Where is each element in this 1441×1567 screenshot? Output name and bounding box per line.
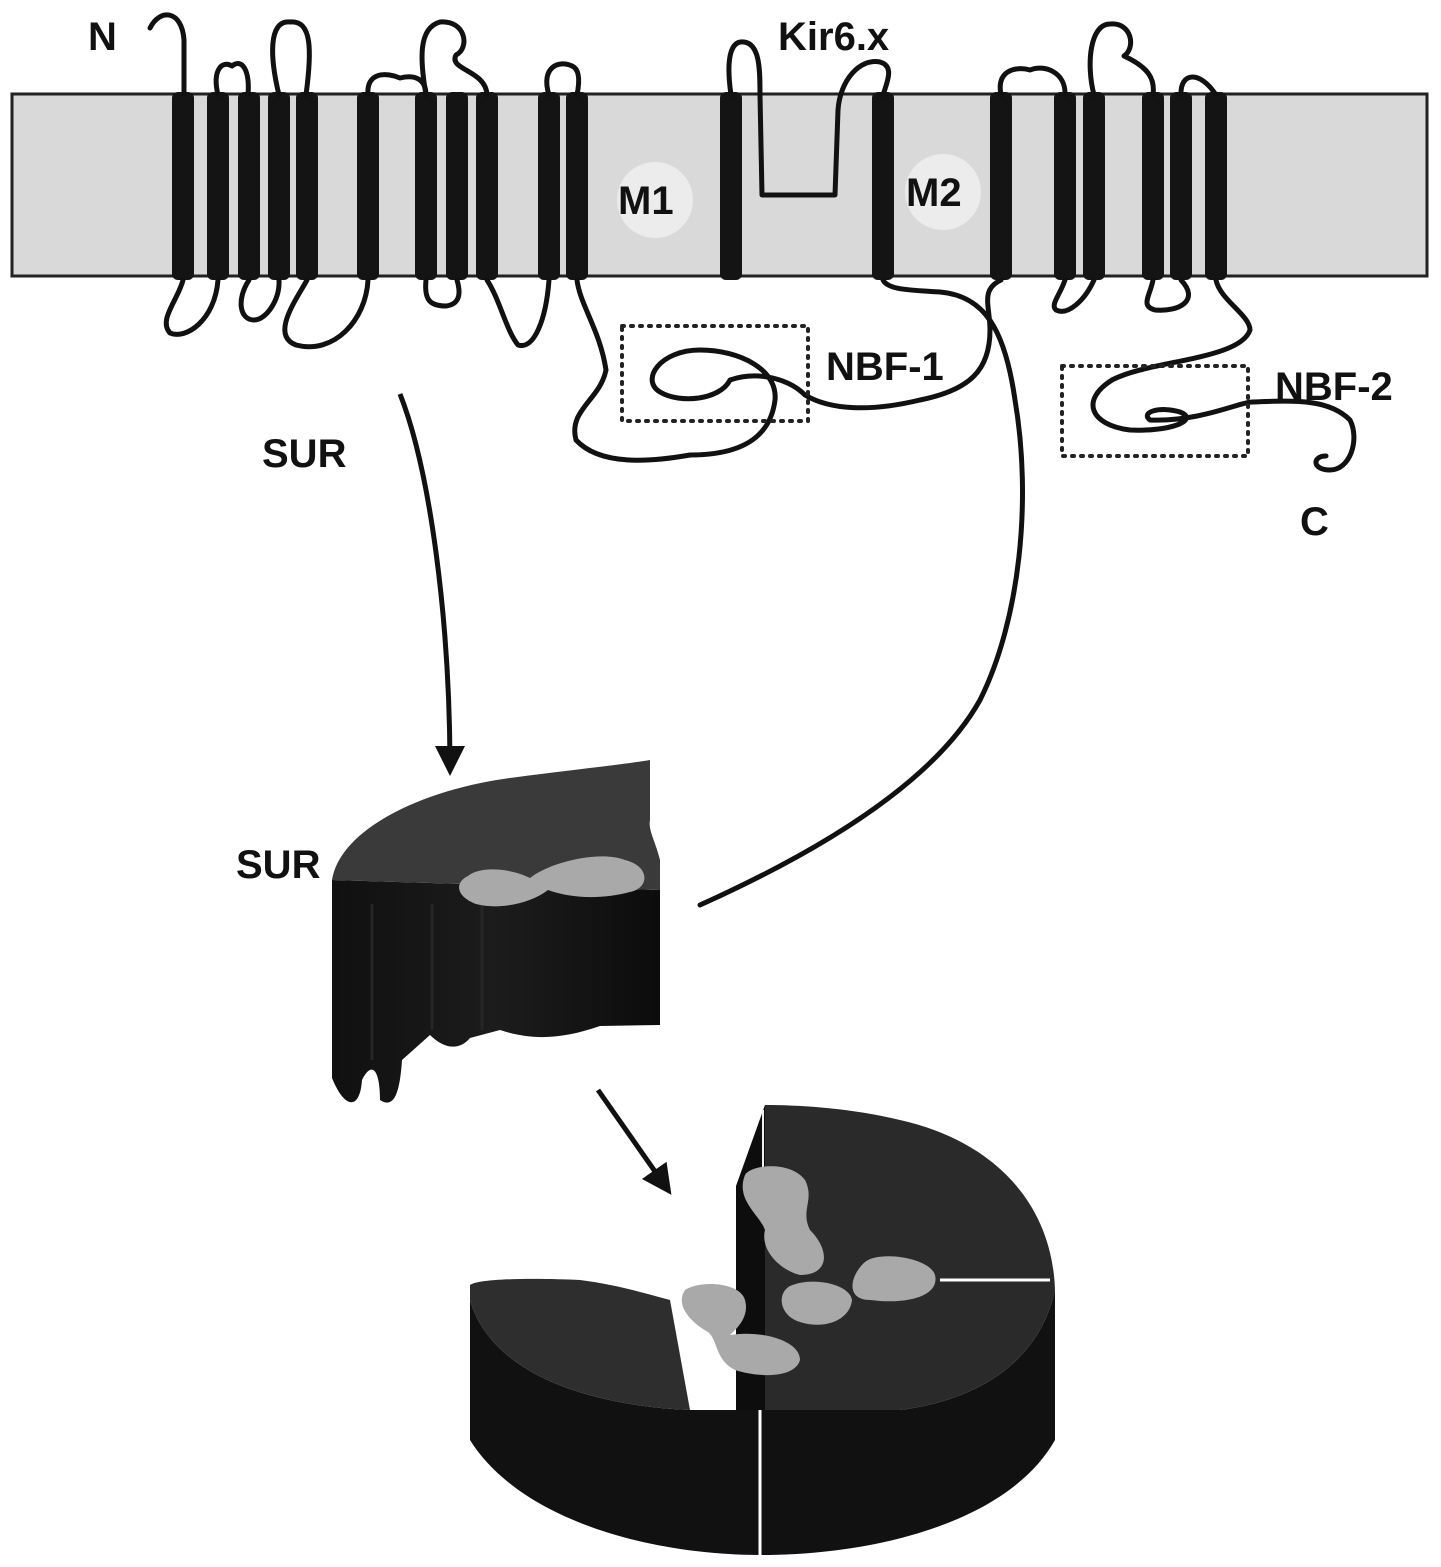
assembly-arrow — [595, 1088, 672, 1195]
sur-arrow — [397, 393, 465, 776]
n-terminus-label: N — [88, 15, 117, 59]
pore-patch — [742, 1166, 824, 1275]
kir-subunit-label: Kir6.x — [778, 15, 889, 59]
pore-patch — [459, 856, 645, 907]
sur-topology-label: SUR — [262, 432, 347, 476]
pore-patch — [852, 1256, 936, 1302]
m2-helix-label: M2 — [906, 171, 962, 215]
sur-kir-subunit-block — [332, 760, 660, 1103]
pore-patch — [681, 1284, 800, 1376]
pore-patch — [781, 1281, 852, 1325]
nbf2-label: NBF-2 — [1275, 365, 1393, 409]
assembled-channel-ring — [470, 1105, 1055, 1555]
transmembrane-helices — [172, 92, 1227, 280]
m1-helix-label: M1 — [618, 179, 674, 223]
intracellular-loops — [163, 277, 1357, 908]
c-terminus-label: C — [1300, 500, 1329, 544]
nbf2-domain-box — [1060, 364, 1250, 458]
sur-block-label: SUR — [236, 843, 321, 887]
nbf1-label: NBF-1 — [826, 345, 944, 389]
extracellular-loops — [147, 12, 1219, 198]
nbf1-domain-box — [620, 324, 810, 423]
